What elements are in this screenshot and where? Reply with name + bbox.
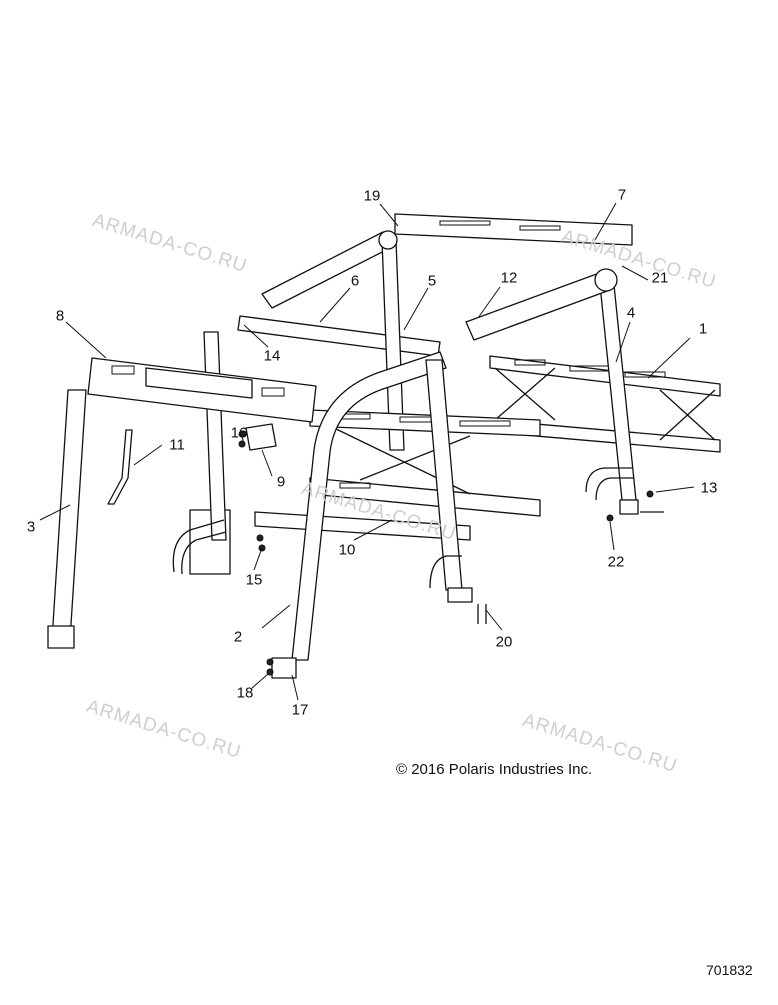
callout-22: 22 — [607, 553, 625, 571]
callout-5: 5 — [427, 272, 437, 290]
callout-18: 18 — [236, 684, 254, 702]
callout-3: 3 — [26, 518, 36, 536]
callout-14: 14 — [263, 347, 281, 365]
callout-12: 12 — [500, 269, 518, 287]
callout-15: 15 — [245, 571, 263, 589]
callout-21: 21 — [651, 269, 669, 287]
callout-11: 11 — [169, 436, 185, 454]
callout-16: 16 — [230, 424, 248, 442]
brace-bar — [107, 429, 133, 505]
callout-13: 13 — [700, 479, 718, 497]
callout-6: 6 — [350, 272, 360, 290]
drawing-number: 701832 — [706, 962, 753, 978]
rear-top-bar — [394, 213, 633, 246]
left-upright-and-dash-panel — [47, 331, 317, 649]
callout-2: 2 — [233, 628, 243, 646]
front-roll-bar — [189, 351, 473, 679]
callout-8: 8 — [55, 307, 65, 325]
roof-tubes — [237, 230, 618, 451]
callout-19: 19 — [363, 187, 381, 205]
callout-7: 7 — [617, 186, 627, 204]
rear-right-bed-rails — [489, 355, 721, 453]
callout-9: 9 — [276, 473, 286, 491]
callout-1: 1 — [698, 320, 708, 338]
copyright-notice: © 2016 Polaris Industries Inc. — [396, 761, 593, 778]
callout-4: 4 — [626, 304, 636, 322]
callout-17: 17 — [291, 701, 309, 719]
callout-10: 10 — [338, 541, 356, 559]
leader-lines — [39, 202, 695, 701]
callout-20: 20 — [495, 633, 513, 651]
